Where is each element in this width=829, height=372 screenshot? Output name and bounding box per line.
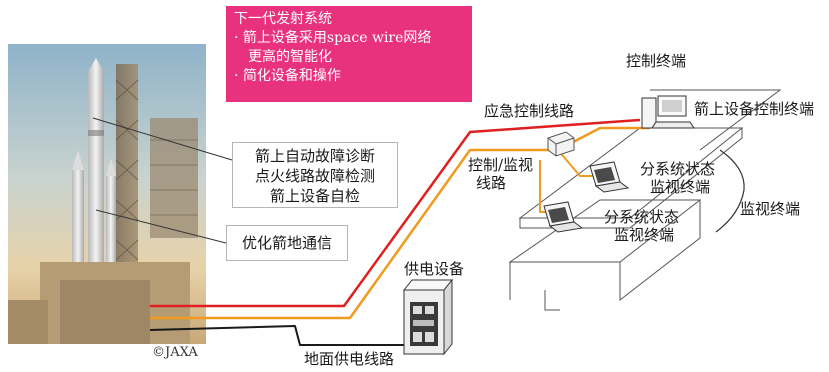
emergency-control-line [150,118,641,308]
monitor-bracket [715,149,745,233]
control-monitor-line-text: 线路 [476,174,507,192]
subsystem-terminal-text: 分系统状态 [640,160,716,178]
cable-lines [149,118,650,346]
diagnostics-line: 箭上设备自检 [269,187,360,205]
monitor-terminal-label: 监视终端 [740,200,801,218]
diagnostics-box: 箭上自动故障诊断 点火线路故障检测 箭上设备自检 [232,142,398,208]
callout-line: · 简化设备和操作 [234,68,341,84]
comm-label: 优化箭地通信 [241,234,332,252]
control-monitor-line-text: 控制/监视 [468,156,534,174]
next-gen-launch-callout: 下一代发射系统 · 箭上设备采用space wire网络 更高的智能化 · 简化… [226,6,472,102]
onboard-control-terminal-label: 箭上设备控制终端 [694,100,815,118]
copyright-text: ©JAXA [152,345,198,360]
rocket-photo [8,44,233,344]
control-terminal-label: 控制终端 [626,52,687,70]
subsystem-terminal-text: 分系统状态 [604,208,680,226]
junction-box-icon [547,131,575,157]
diagnostics-line: 箭上自动故障诊断 [254,147,375,165]
control-branch-2 [539,160,548,213]
diagnostics-line: 点火线路故障检测 [254,167,375,185]
callout-title: 下一代发射系统 [234,11,332,27]
subsystem-terminal-label-1: 分系统状态 监视终端 [640,160,715,196]
laptop-icon-1 [589,161,630,193]
subsystem-terminal-text: 监视终端 [614,226,675,244]
control-monitor-line [150,126,650,320]
emergency-line-label: 应急控制线路 [484,102,575,120]
control-terminal-pc-icon [641,95,695,129]
callout-line: · 箭上设备采用space wire网络 [234,30,432,46]
subsystem-terminal-text: 监视终端 [650,178,711,196]
comm-box: 优化箭地通信 [226,225,348,261]
power-supply-cabinet-icon [402,278,454,356]
laptop-icon-2 [543,201,584,233]
callout-line: 更高的智能化 [234,49,332,65]
power-equipment-label: 供电设备 [404,260,465,278]
ground-power-line-label: 地面供电线路 [304,350,395,368]
subsystem-terminal-label-2: 分系统状态 监视终端 [604,208,679,244]
control-monitor-line-label: 控制/监视 线路 [468,156,533,192]
